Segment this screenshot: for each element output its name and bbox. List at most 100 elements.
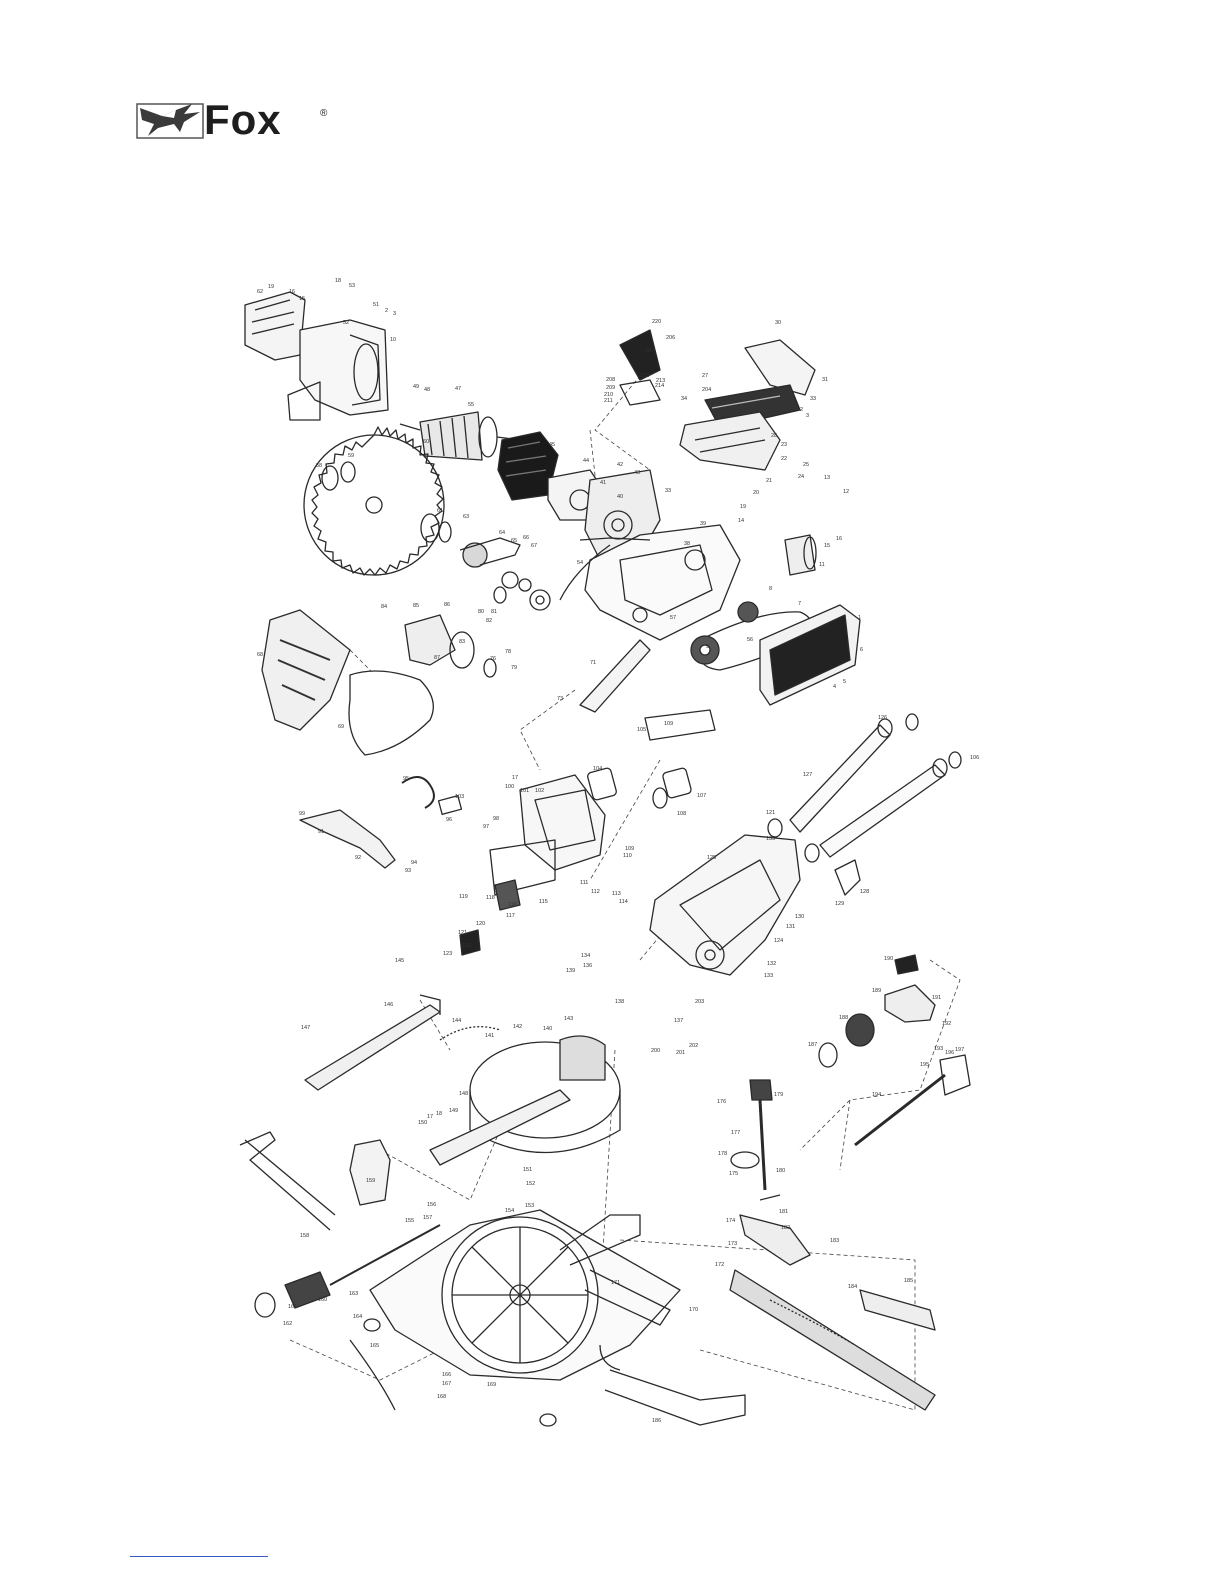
part-callout: 44 bbox=[583, 458, 589, 464]
slide-rails bbox=[767, 713, 962, 863]
part-callout: 66 bbox=[523, 535, 529, 541]
part-callout: 18 bbox=[335, 278, 341, 284]
part-callout: 99 bbox=[299, 811, 305, 817]
part-callout: 212 bbox=[640, 373, 649, 379]
part-callout: 12 bbox=[843, 489, 849, 495]
part-callout: 138 bbox=[615, 999, 624, 1005]
part-callout: 42 bbox=[617, 462, 623, 468]
extension-wings bbox=[239, 1131, 746, 1426]
part-callout: 208 bbox=[606, 377, 615, 383]
gear-train bbox=[459, 537, 551, 611]
saw-base bbox=[363, 1209, 681, 1427]
part-callout: 129 bbox=[835, 901, 844, 907]
part-callout: 100 bbox=[505, 784, 514, 790]
part-callout: 105 bbox=[637, 727, 646, 733]
part-callout: 123 bbox=[443, 951, 452, 957]
part-callout: 125 bbox=[707, 855, 716, 861]
part-callout: 15 bbox=[299, 296, 305, 302]
part-callout: 186 bbox=[652, 1418, 661, 1424]
part-callout: 122 bbox=[462, 943, 471, 949]
part-callout: 156 bbox=[427, 1202, 436, 1208]
part-callout: 127 bbox=[803, 772, 812, 778]
part-callout: 187 bbox=[808, 1042, 817, 1048]
part-callout: 151 bbox=[523, 1167, 532, 1173]
part-callout: 102 bbox=[535, 788, 544, 794]
part-callout: 3 bbox=[393, 311, 396, 317]
part-callout: 145 bbox=[395, 958, 404, 964]
part-callout: 214 bbox=[655, 383, 664, 389]
part-callout: 53 bbox=[349, 283, 355, 289]
part-callout: 185 bbox=[904, 1278, 913, 1284]
part-callout: 69 bbox=[338, 724, 344, 730]
part-callout: 24 bbox=[798, 474, 804, 480]
part-callout: 41 bbox=[600, 480, 606, 486]
part-callout: 192 bbox=[942, 1021, 951, 1027]
rail-carrier bbox=[649, 834, 861, 976]
part-callout: 13 bbox=[824, 475, 830, 481]
part-callout: 158 bbox=[300, 1233, 309, 1239]
part-callout: 101 bbox=[520, 788, 529, 794]
part-callout: 121 bbox=[766, 810, 775, 816]
part-callout: 124 bbox=[774, 938, 783, 944]
part-callout: 2 bbox=[800, 407, 803, 413]
part-callout: 62 bbox=[257, 289, 263, 295]
part-callout: 114 bbox=[619, 899, 628, 905]
part-callout: 17 bbox=[427, 1114, 433, 1120]
handle-assembly bbox=[619, 329, 816, 471]
blade-flanges bbox=[321, 461, 452, 543]
fox-animal-mark bbox=[136, 103, 204, 139]
part-callout: 139 bbox=[566, 968, 575, 974]
part-callout: 49 bbox=[413, 384, 419, 390]
motor-housing bbox=[244, 291, 389, 421]
part-callout: 161 bbox=[288, 1304, 297, 1310]
part-callout: 210 bbox=[604, 392, 613, 398]
part-callout: 95 bbox=[403, 776, 409, 782]
armature bbox=[399, 411, 521, 461]
part-callout: 7 bbox=[798, 601, 801, 607]
part-callout: 54 bbox=[577, 560, 583, 566]
part-callout: 121 bbox=[458, 930, 467, 936]
part-callout: 213 bbox=[656, 378, 665, 384]
pivot-assembly bbox=[299, 709, 716, 956]
part-callout: 79 bbox=[511, 665, 517, 671]
part-callout: 57 bbox=[670, 615, 676, 621]
part-callout: 142 bbox=[513, 1024, 522, 1030]
part-callout: 19 bbox=[740, 504, 746, 510]
part-callout: 9 bbox=[706, 644, 709, 650]
part-callout: 110 bbox=[623, 853, 632, 859]
part-callout: 33 bbox=[810, 396, 816, 402]
part-callout: 163 bbox=[349, 1291, 358, 1297]
part-callout: 28 bbox=[771, 433, 777, 439]
part-callout: 206 bbox=[666, 335, 675, 341]
saw-blade bbox=[303, 426, 445, 576]
part-callout: 137 bbox=[674, 1018, 683, 1024]
part-callout: 43 bbox=[634, 470, 640, 476]
part-callout: 183 bbox=[830, 1238, 839, 1244]
part-callout: 97 bbox=[483, 824, 489, 830]
part-callout: 128 bbox=[860, 889, 869, 895]
part-callout: 152 bbox=[526, 1181, 535, 1187]
part-callout: 115 bbox=[539, 899, 548, 905]
part-callout: 155 bbox=[405, 1218, 414, 1224]
part-callout: 60 bbox=[423, 439, 429, 445]
part-callout: 131 bbox=[786, 924, 795, 930]
part-callout: 136 bbox=[583, 963, 592, 969]
part-callout: 96 bbox=[446, 817, 452, 823]
main-arm bbox=[559, 524, 741, 641]
part-callout: 65 bbox=[511, 538, 517, 544]
part-callout: 67 bbox=[531, 543, 537, 549]
part-callout: 56 bbox=[747, 637, 753, 643]
part-callout: 93 bbox=[405, 868, 411, 874]
bevel-bracket bbox=[729, 1079, 936, 1411]
part-callout: 182 bbox=[781, 1225, 790, 1231]
part-callout: 107 bbox=[697, 793, 706, 799]
part-callout: 104 bbox=[593, 766, 602, 772]
part-callout: 11 bbox=[819, 562, 825, 568]
part-callout: 193 bbox=[934, 1046, 943, 1052]
part-callout: 103 bbox=[455, 794, 464, 800]
part-callout: 134 bbox=[581, 953, 590, 959]
part-callout: 16 bbox=[289, 289, 295, 295]
link-bar bbox=[579, 639, 651, 713]
part-callout: 45 bbox=[549, 442, 555, 448]
